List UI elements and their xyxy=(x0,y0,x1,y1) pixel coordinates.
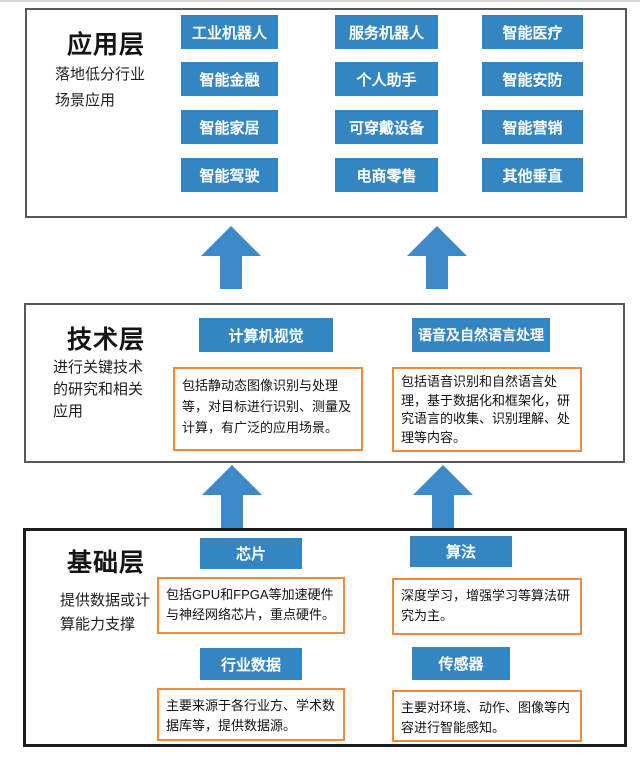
tech-label-speech-nlp: 语音及自然语言处理 xyxy=(412,318,550,352)
app-item-smart-healthcare: 智能医疗 xyxy=(482,15,583,49)
app-item-smart-driving: 智能驾驶 xyxy=(181,158,278,192)
page-top-edge xyxy=(0,0,640,2)
application-layer-subtitle: 落地低分行业 场景应用 xyxy=(55,66,146,109)
up-arrow-icon xyxy=(407,226,467,289)
app-item-industrial-robots: 工业机器人 xyxy=(181,15,278,49)
app-item-service-robots: 服务机器人 xyxy=(335,15,438,49)
foundation-desc-industry-data: 主要来源于各行业方、学术数 据库等，提供数据源。 xyxy=(157,688,345,741)
foundation-label-sensors: 传感器 xyxy=(412,647,510,680)
up-arrow-icon xyxy=(202,465,262,528)
technology-layer-subtitle: 进行关键技术 的研究和相关 应用 xyxy=(53,359,144,420)
tech-label-computer-vision: 计算机视觉 xyxy=(199,318,333,352)
app-item-ecommerce-retail: 电商零售 xyxy=(335,158,438,192)
tech-desc-computer-vision: 包括静动态图像识别与处理 等，对目标进行识别、测量及 计算，有广泛的应用场景。 xyxy=(173,367,363,451)
foundation-layer-title: 基础层 xyxy=(67,549,146,577)
application-layer-title: 应用层 xyxy=(67,31,146,59)
foundation-layer-subtitle: 提供数据或计 算能力支撑 xyxy=(60,592,151,633)
foundation-label-algorithms: 算法 xyxy=(410,536,512,567)
foundation-desc-chips: 包括GPU和FPGA等加速硬件 与神经网络芯片，重点硬件。 xyxy=(157,577,345,634)
app-item-personal-assistant: 个人助手 xyxy=(335,62,438,96)
app-item-smart-marketing: 智能营销 xyxy=(482,110,583,144)
foundation-desc-sensors: 主要对环境、动作、图像等内 容进行智能感知。 xyxy=(392,690,582,742)
up-arrow-icon xyxy=(413,465,473,528)
foundation-label-industry-data: 行业数据 xyxy=(200,648,302,680)
foundation-desc-algorithms: 深度学习，增强学习等算法研 究为主。 xyxy=(392,578,582,635)
up-arrow-icon xyxy=(201,226,261,289)
app-item-wearable-devices: 可穿戴设备 xyxy=(335,110,438,144)
app-item-smart-security: 智能安防 xyxy=(482,62,583,96)
app-item-other-verticals: 其他垂直 xyxy=(482,158,583,192)
tech-desc-speech-nlp: 包括语音识别和自然语言处 理，基于数据化和框架化，研 究语言的收集、识别理解、处… xyxy=(392,367,582,452)
app-item-smart-home: 智能家居 xyxy=(181,110,278,144)
foundation-label-chips: 芯片 xyxy=(200,538,302,569)
app-item-smart-finance: 智能金融 xyxy=(181,62,278,96)
technology-layer-title: 技术层 xyxy=(67,326,146,354)
